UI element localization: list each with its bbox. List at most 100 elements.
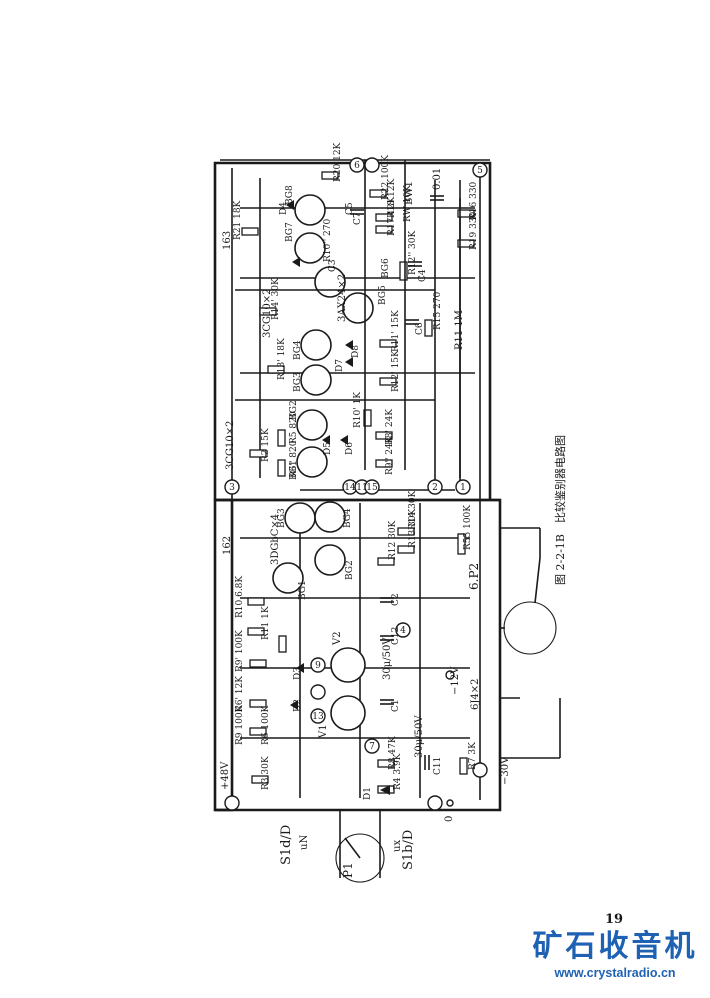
resistor-r14: [397, 527, 415, 536]
resistor-label: R7 3K: [468, 742, 478, 770]
resistor-label: R3 30K: [261, 756, 271, 790]
cap-elec1-label: 30μ/50V: [382, 637, 393, 680]
diode-d8: [345, 340, 353, 350]
transistor-label: BG5: [378, 285, 388, 305]
watermark-title: 矿石收音机: [532, 929, 698, 964]
transistor-label: BG2: [345, 560, 355, 580]
node-7: [364, 738, 380, 754]
node-label: 9: [315, 661, 321, 671]
diode-label: D3: [293, 667, 303, 680]
transistor-label: BG3: [293, 372, 303, 392]
resistor-label: R11 1K: [261, 606, 271, 640]
diode-d7: [345, 357, 353, 367]
p2-label: 6.P2: [467, 563, 481, 590]
resistor-r21: [241, 227, 259, 236]
transistor-bg4-right: [300, 329, 332, 361]
resistor-r11c: [379, 377, 397, 386]
switch-bottom-label: S1b/D: [401, 830, 416, 870]
transistor-label: BG7: [285, 222, 295, 242]
un-label: uN: [299, 835, 310, 850]
node-3-bottom: [224, 795, 240, 811]
node-9: [310, 657, 326, 673]
node-15: [364, 479, 380, 495]
resistor-r22: [369, 189, 387, 198]
transistor-label: BG4: [343, 508, 353, 528]
resistor-label: R18 12K: [387, 178, 397, 218]
resistor-label: R55 100K: [463, 505, 473, 550]
transistor-bg4-left: [314, 501, 346, 533]
resistor-r9: [249, 727, 267, 736]
resistor-label: R15 270: [433, 291, 443, 330]
watermark: 矿石收音机 www.crystalradio.cn: [525, 930, 705, 982]
node-3-top: [224, 479, 240, 495]
diode-d2: [290, 700, 298, 710]
resistor-label: R9 100K: [235, 705, 245, 745]
node-label: 3: [229, 483, 235, 493]
diode-label: D8: [351, 345, 361, 358]
bg-right-label: 3CG10×2: [225, 421, 236, 470]
capacitor-label: C1: [391, 699, 401, 712]
watermark-url: www.crystalradio.cn: [554, 966, 676, 980]
resistor-label: R20 12K: [333, 142, 343, 182]
diode-d1: [380, 785, 390, 795]
capacitor-label: C3: [328, 259, 338, 272]
resistor-label: R6'' 820: [289, 440, 299, 478]
resistor-label: R8' 24K: [385, 409, 395, 445]
transistor-label: BG1: [289, 460, 299, 480]
bg-ax-label: 3AX24×2: [337, 274, 348, 322]
node-minus30: [472, 762, 488, 778]
transistor-bg1-left: [272, 562, 304, 594]
resistor-label: R8 47K: [388, 736, 398, 770]
resistor-label: R11' 15K: [391, 310, 401, 352]
capacitor-c12: [380, 635, 394, 641]
transistor-label: BG1: [298, 580, 308, 600]
node-label: 2: [432, 483, 438, 493]
minus30-label: −30V: [500, 756, 511, 785]
diode-label: D2: [293, 699, 303, 712]
plus48-label: +48V: [220, 761, 231, 790]
resistor-label: R6 100K: [261, 705, 271, 745]
node-2-mid: [427, 479, 443, 495]
switch-top-label: S1d/D: [279, 825, 294, 865]
resistor-label: R22 100K: [381, 155, 391, 200]
r11m-label: R11 1M: [454, 310, 465, 350]
resistor-r6c: [277, 459, 286, 477]
diode-label: D1: [363, 787, 373, 800]
resistor-r6: [249, 659, 267, 668]
resistor-r20: [321, 171, 339, 180]
minus12-label: −12V: [450, 666, 461, 695]
resistor-label: R12 30K: [388, 520, 398, 560]
node-1-left: [310, 684, 326, 700]
tube-labels: V1 V2: [318, 631, 343, 739]
resistor-label: R4 3.9K: [393, 753, 403, 790]
capacitor-label: C7: [353, 212, 363, 225]
capacitor-c4: [408, 261, 422, 267]
capacitor-c11: [424, 755, 430, 770]
resistor-r18: [375, 213, 393, 222]
capacitor-label: C6: [415, 322, 425, 335]
node-label: 4: [400, 626, 406, 636]
capacitor-c1: [380, 699, 394, 705]
c001-label: 0.01: [432, 168, 443, 190]
resistor-label: RW 10K: [403, 185, 413, 222]
resistor-label: R5 820: [289, 411, 299, 444]
schematic-labels: 162 163 +48V −30V −12V 0 6J4×2 S1d/D S1b…: [220, 168, 511, 878]
resistor-r8b: [375, 431, 393, 440]
transistor-bg3-left: [284, 502, 316, 534]
resistor-r12b: [379, 339, 397, 348]
resistor-label: R16 330: [469, 181, 479, 220]
resistor-r19: [457, 239, 475, 248]
node-label: 1: [460, 483, 466, 493]
resistor-label: R13' 18K: [277, 338, 287, 380]
resistor-r13b: [267, 365, 285, 374]
transistor-label: BG8: [285, 185, 295, 205]
node-1-mid: [455, 479, 471, 495]
cap-elec2-label: 30μ/50V: [414, 715, 425, 758]
bg-pair-label: 3CG10×2: [262, 289, 273, 338]
resistor-label: R21 18K: [233, 200, 243, 240]
resistor-label: R9' 100K: [235, 630, 245, 672]
resistor-r6b: [249, 699, 267, 708]
circuit-diagram: [213, 161, 561, 883]
node-label: 5: [477, 166, 483, 176]
resistor-label: R10 6.8K: [235, 576, 245, 618]
